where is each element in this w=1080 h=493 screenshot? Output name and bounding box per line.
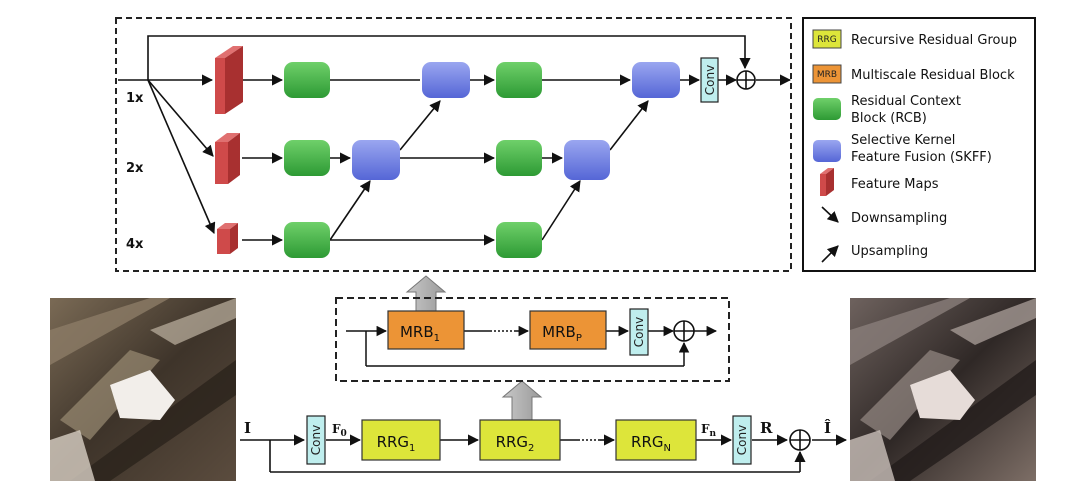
pipeline-conv-in: Conv bbox=[306, 415, 326, 465]
output-image bbox=[850, 298, 1036, 481]
input-image bbox=[50, 298, 236, 481]
legend-item-feature-maps: Feature Maps bbox=[820, 168, 939, 196]
svg-text:Selective Kernel: Selective Kernel bbox=[851, 133, 955, 148]
rcb-block-2x-b bbox=[496, 140, 542, 176]
rrg-block-2: RRG2 bbox=[479, 419, 561, 461]
legend-item-skff: Selective Kernel Feature Fusion (SKFF) bbox=[813, 133, 992, 165]
rcb-block-1x-a bbox=[284, 62, 330, 98]
mrb-block-p: MRBP bbox=[529, 310, 607, 350]
feature-map-1x bbox=[215, 46, 243, 114]
legend-item-mrb: MRB Multiscale Residual Block bbox=[812, 64, 1015, 84]
input-label: I bbox=[244, 419, 251, 437]
svg-text:RRGN: RRGN bbox=[631, 433, 671, 454]
rrg-detail-sum-node bbox=[673, 320, 695, 342]
rrg-block-1: RRG1 bbox=[361, 419, 441, 461]
rrg-detail-conv-box: Conv bbox=[629, 308, 649, 356]
rcb-block-4x-b bbox=[496, 222, 542, 258]
svg-text:Upsampling: Upsampling bbox=[851, 244, 928, 259]
pipeline-conv-out: Conv bbox=[732, 415, 752, 465]
svg-text:MRBP: MRBP bbox=[542, 323, 582, 344]
feature-map-2x bbox=[215, 133, 240, 184]
detail-conv-box: Conv bbox=[700, 57, 719, 103]
svg-text:Feature Maps: Feature Maps bbox=[851, 177, 939, 192]
svg-text:Multiscale Residual Block: Multiscale Residual Block bbox=[851, 68, 1015, 83]
legend-item-rcb: Residual Context Block (RCB) bbox=[813, 94, 961, 126]
svg-text:MRB1: MRB1 bbox=[400, 323, 440, 344]
svg-text:Conv: Conv bbox=[735, 425, 749, 455]
skff-block-1x-a bbox=[422, 62, 470, 98]
pipeline-connectors bbox=[240, 434, 848, 473]
output-label: Î bbox=[824, 419, 831, 437]
r-label: R bbox=[760, 419, 773, 437]
legend-item-rrg: RRG Recursive Residual Group bbox=[812, 29, 1017, 49]
fn-label: Fn bbox=[701, 422, 717, 439]
svg-text:RRG1: RRG1 bbox=[377, 433, 416, 454]
legend-frame bbox=[802, 17, 1036, 272]
legend-item-upsampling: Upsampling bbox=[821, 244, 928, 263]
svg-text:RRG2: RRG2 bbox=[496, 433, 535, 454]
svg-text:Conv: Conv bbox=[309, 425, 323, 455]
f0-label: F0 bbox=[332, 422, 347, 439]
skff-block-2x-a bbox=[352, 140, 400, 180]
svg-text:RRG: RRG bbox=[817, 35, 837, 45]
scale-label-1x: 1x bbox=[126, 91, 144, 106]
rrg-block-n: RRGN bbox=[615, 419, 697, 461]
svg-text:Block (RCB): Block (RCB) bbox=[851, 111, 927, 126]
skff-block-2x-b bbox=[564, 140, 610, 180]
mrb-block-1: MRB1 bbox=[387, 310, 465, 350]
svg-text:Conv: Conv bbox=[703, 65, 717, 95]
rcb-block-1x-b bbox=[496, 62, 542, 98]
mrb-detail-connectors bbox=[118, 35, 792, 246]
rrg-detail-frame bbox=[335, 297, 730, 382]
detail-sum-node bbox=[736, 70, 756, 90]
svg-text:Conv: Conv bbox=[632, 317, 646, 347]
rrg-detail-connectors bbox=[346, 325, 718, 367]
rcb-block-2x-a bbox=[284, 140, 330, 176]
rcb-block-4x-a bbox=[284, 222, 330, 258]
pipeline-sum-node bbox=[789, 429, 811, 451]
svg-text:MRB: MRB bbox=[817, 70, 837, 80]
scale-label-4x: 4x bbox=[126, 237, 144, 252]
expand-arrow-rrg-detail bbox=[501, 380, 543, 421]
svg-text:Residual Context: Residual Context bbox=[851, 94, 961, 109]
feature-map-4x bbox=[217, 223, 238, 254]
svg-text:Recursive Residual Group: Recursive Residual Group bbox=[851, 33, 1017, 48]
svg-text:Feature Fusion (SKFF): Feature Fusion (SKFF) bbox=[851, 150, 992, 165]
legend-item-downsampling: Downsampling bbox=[821, 206, 947, 226]
scale-label-2x: 2x bbox=[126, 161, 144, 176]
mrb-detail-frame bbox=[115, 17, 792, 272]
skff-block-1x-b bbox=[632, 62, 680, 98]
svg-text:Downsampling: Downsampling bbox=[851, 211, 947, 226]
